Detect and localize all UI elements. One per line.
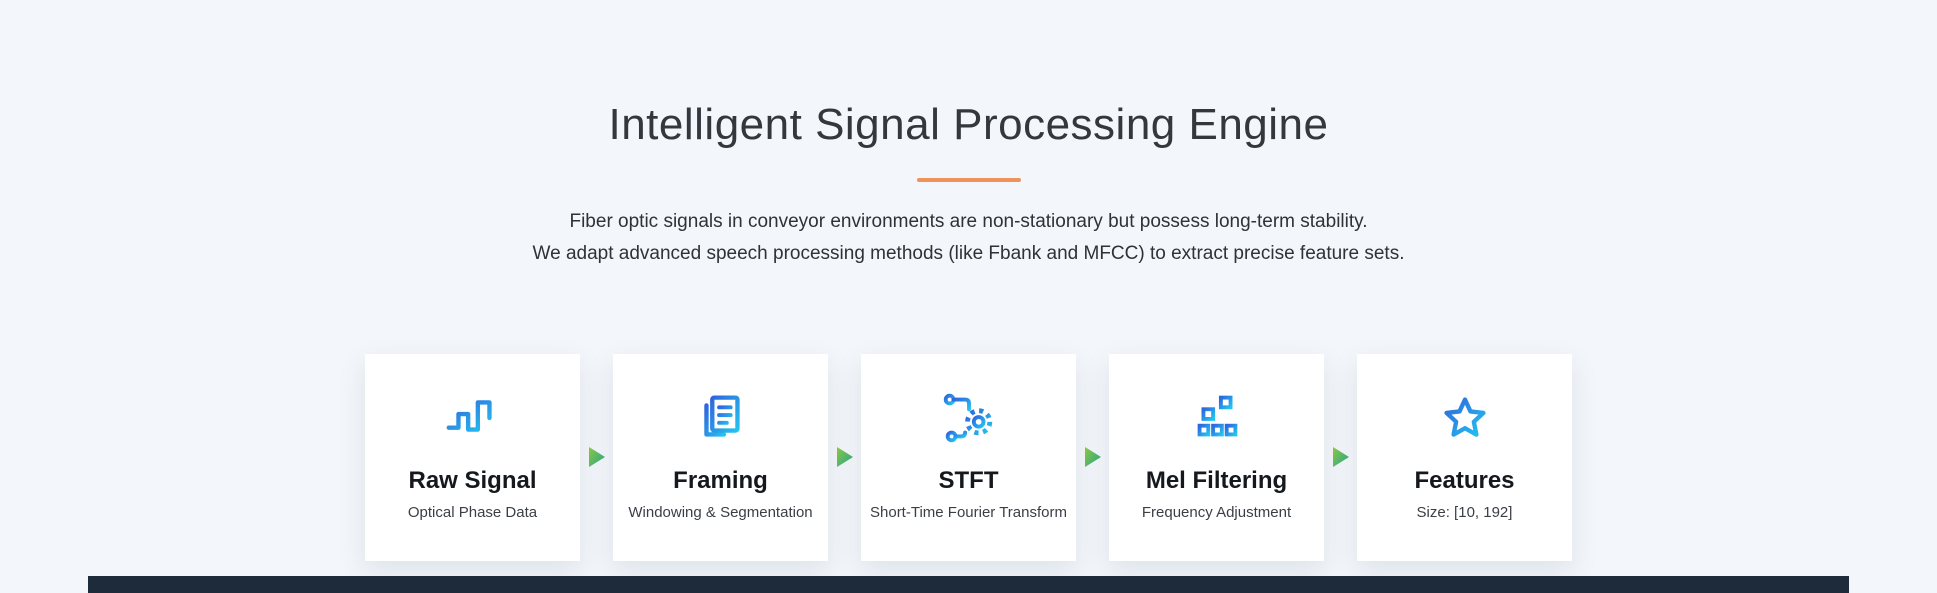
equalizer-sliders-icon [1186,386,1248,448]
square-wave-icon [442,386,504,448]
pipeline-card-raw-signal: Raw Signal Optical Phase Data [365,353,580,561]
card-title: Raw Signal [408,466,537,494]
pipeline-card-stft: STFT Short-Time Fourier Transform [861,353,1076,561]
flow-arrow-icon [580,445,613,469]
flow-arrow-icon [828,445,861,469]
card-subtitle: Size: [10, 192] [1416,503,1513,521]
pipeline-card-framing: Framing Windowing & Segmentation [613,353,828,561]
card-title: STFT [938,466,999,494]
card-subtitle: Short-Time Fourier Transform [870,503,1067,521]
document-list-icon [690,386,752,448]
star-icon [1434,386,1496,448]
card-title: Mel Filtering [1145,466,1288,494]
flow-arrow-icon [1076,445,1109,469]
gear-circuit-icon [938,386,1000,448]
card-subtitle: Frequency Adjustment [1141,503,1292,521]
pipeline-card-features: Features Size: [10, 192] [1357,353,1572,561]
section-description: Fiber optic signals in conveyor environm… [0,206,1937,270]
card-title: Features [1414,466,1515,494]
description-line-2: We adapt advanced speech processing meth… [532,242,1405,264]
flow-arrow-icon [1324,445,1357,469]
card-subtitle: Windowing & Segmentation [628,503,813,521]
card-subtitle: Optical Phase Data [407,503,538,521]
description-line-1: Fiber optic signals in conveyor environm… [569,211,1368,232]
title-divider [916,178,1021,182]
page-title: Intelligent Signal Processing Engine [608,100,1329,149]
signal-processing-section: Intelligent Signal Processing Engine Fib… [0,100,1937,561]
pipeline-card-mel-filtering: Mel Filtering Frequency Adjustment [1109,353,1324,561]
processing-pipeline: Raw Signal Optical Phase Data Framing Wi… [0,353,1937,561]
footer-strip [88,576,1849,593]
card-title: Framing [673,466,768,494]
